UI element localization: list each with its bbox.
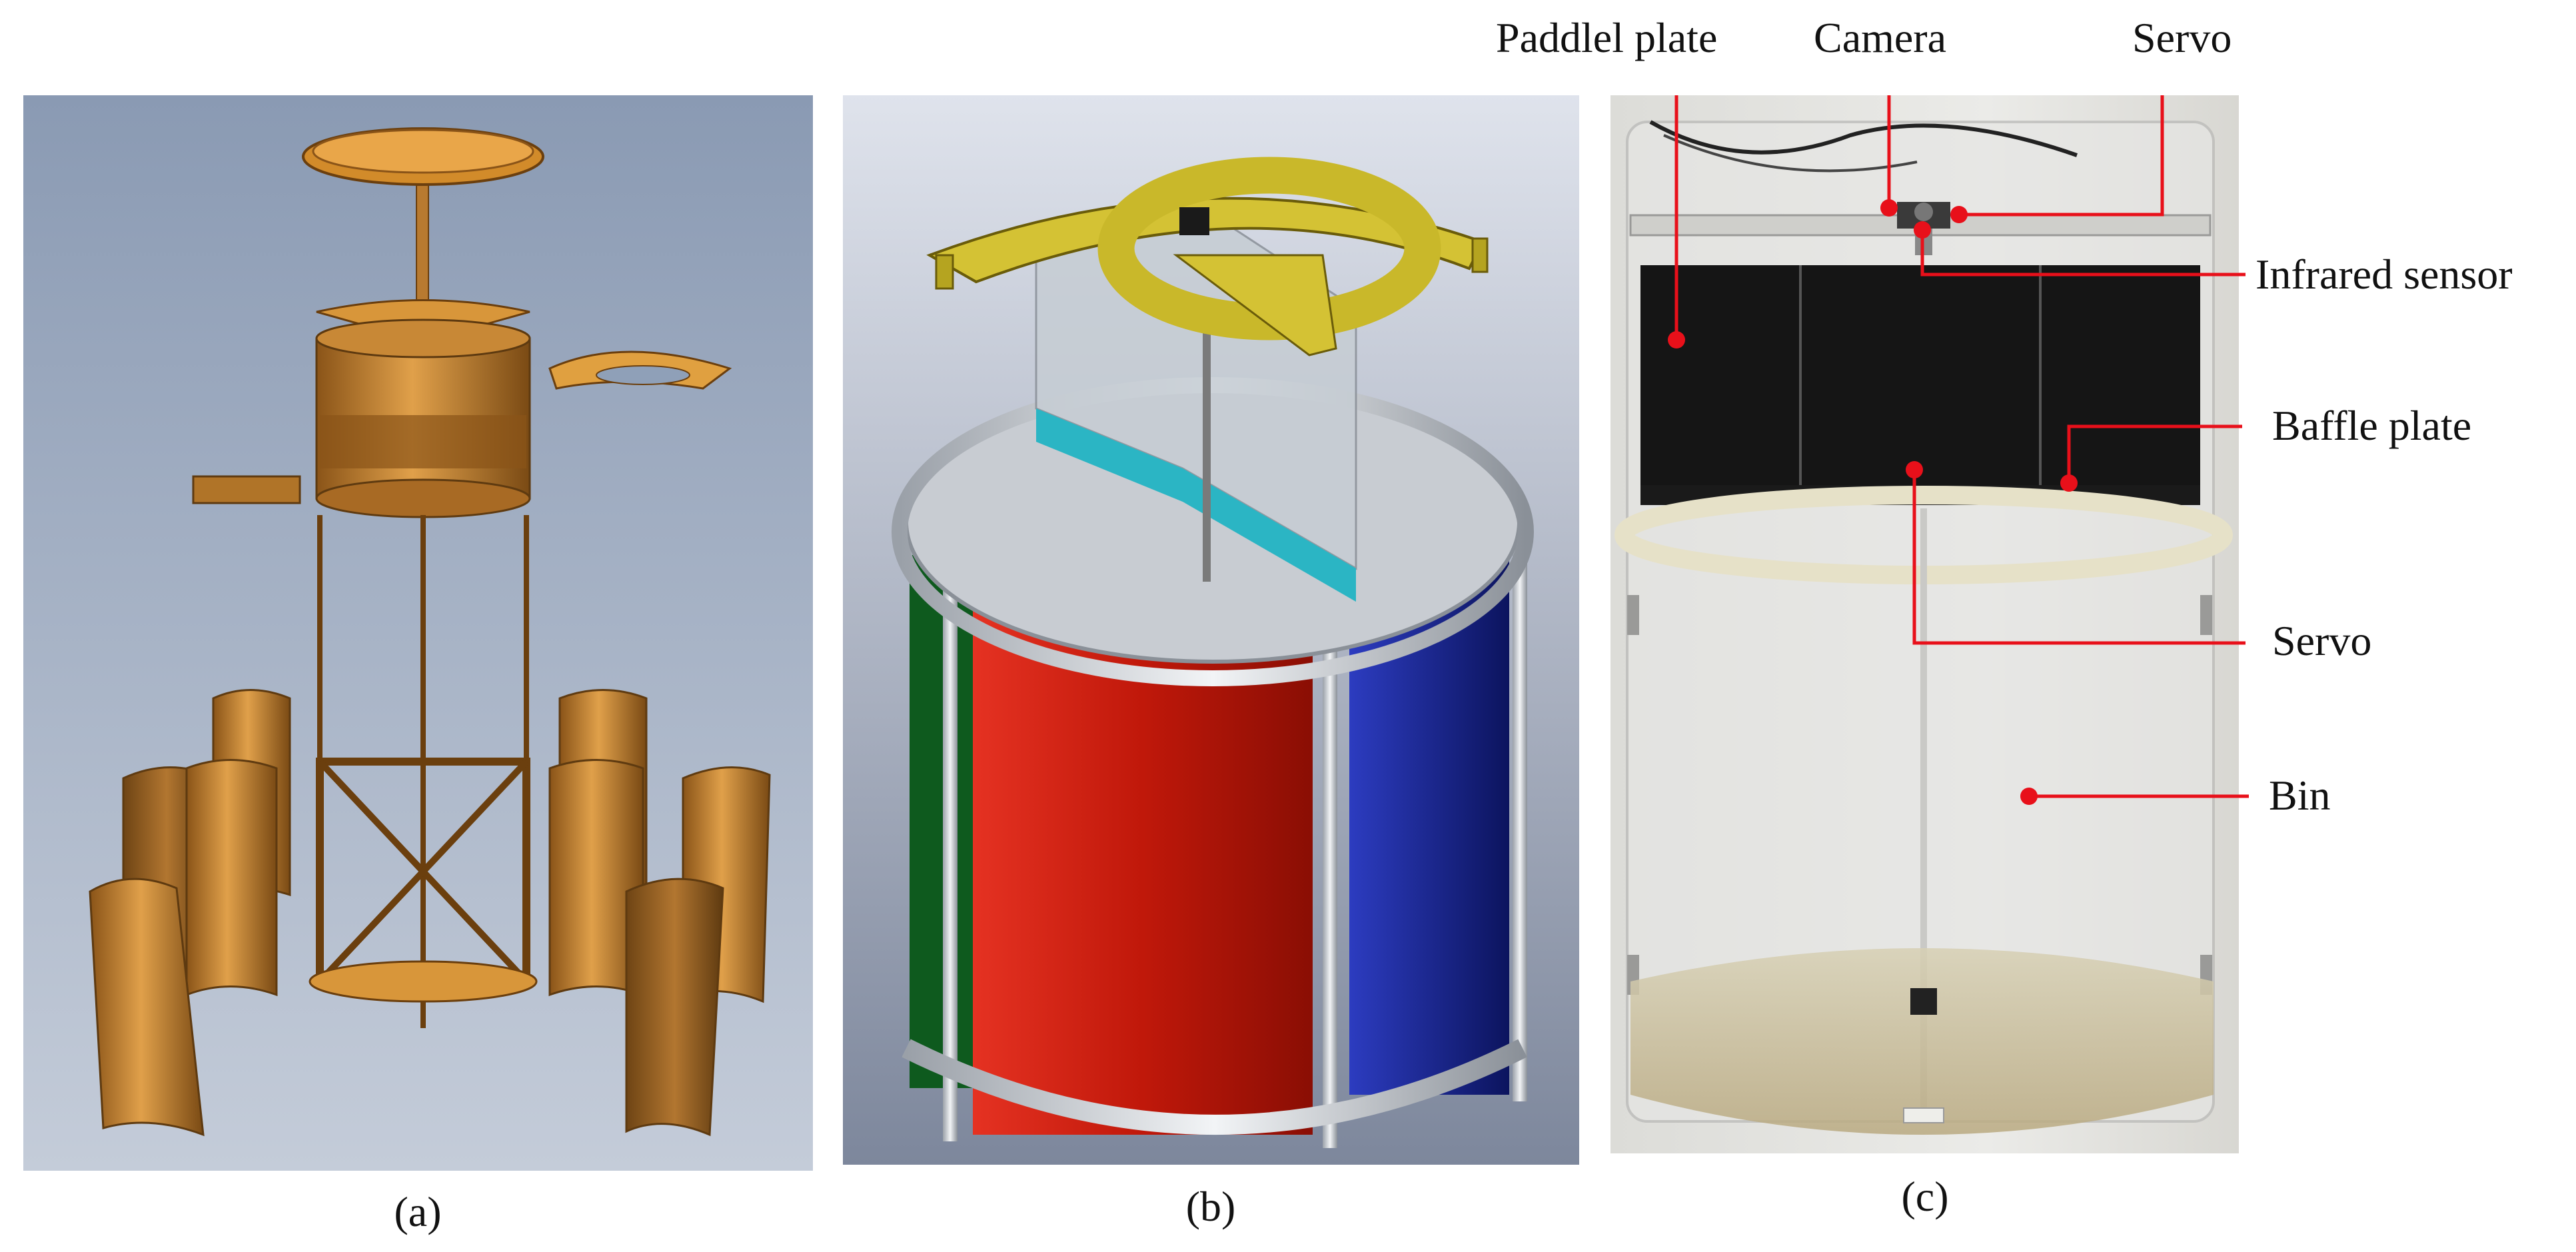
label-servo-top: Servo [2132, 14, 2232, 61]
prototype-bin-photo [1610, 95, 2239, 1153]
label-servo-middle: Servo [2272, 617, 2372, 664]
caption-b: (b) [1185, 1183, 1236, 1230]
cad-exploded-view [23, 95, 813, 1171]
exploded-assembly-drawing [23, 95, 813, 1171]
label-camera: Camera [1814, 14, 1946, 61]
caption-c: (c) [1901, 1173, 1949, 1220]
label-paddle-plate: Paddlel plate [1496, 14, 1718, 61]
rendered-bin-model [843, 95, 1579, 1165]
prototype-photo [1610, 95, 2239, 1153]
label-bin: Bin [2269, 772, 2331, 819]
label-baffle-plate: Baffle plate [2272, 402, 2472, 449]
caption-a: (a) [394, 1188, 442, 1235]
label-infrared-sensor: Infrared sensor [2255, 251, 2513, 298]
bin-model-render [843, 95, 1579, 1165]
